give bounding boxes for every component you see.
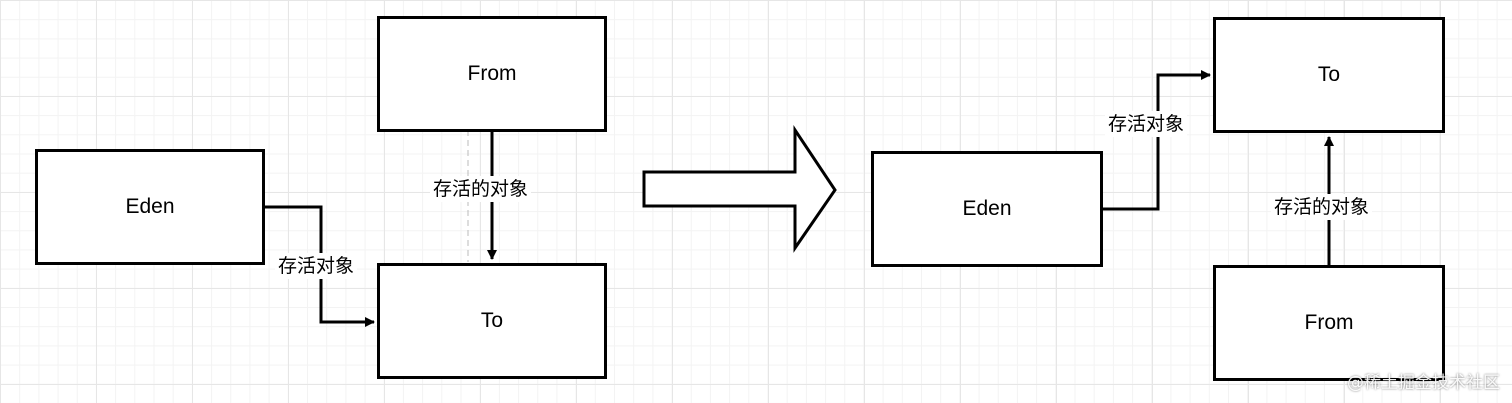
left-eden-box: Eden: [35, 149, 265, 265]
left-to-label: To: [480, 309, 504, 332]
right-eden-box: Eden: [871, 151, 1103, 267]
watermark-text: @稀土掘金技术社区: [1347, 373, 1500, 393]
right-from-label: From: [1304, 311, 1354, 334]
left-from-box: From: [377, 16, 607, 132]
left-from-to-to-edge-label: 存活的对象: [430, 176, 532, 202]
transition-arrow: [642, 125, 837, 253]
right-to-box: To: [1213, 17, 1445, 133]
right-from-to-to-edge-label: 存活的对象: [1271, 194, 1373, 220]
right-eden-to-to-arrow: [1102, 70, 1211, 211]
right-eden-label: Eden: [962, 197, 1012, 220]
left-from-label: From: [467, 62, 517, 85]
left-eden-label: Eden: [125, 195, 175, 218]
right-eden-to-to-edge-label: 存活对象: [1105, 111, 1188, 137]
right-from-box: From: [1213, 265, 1445, 381]
left-to-box: To: [377, 263, 607, 379]
left-eden-to-to-edge-label: 存活对象: [275, 253, 358, 279]
right-to-label: To: [1317, 63, 1341, 86]
